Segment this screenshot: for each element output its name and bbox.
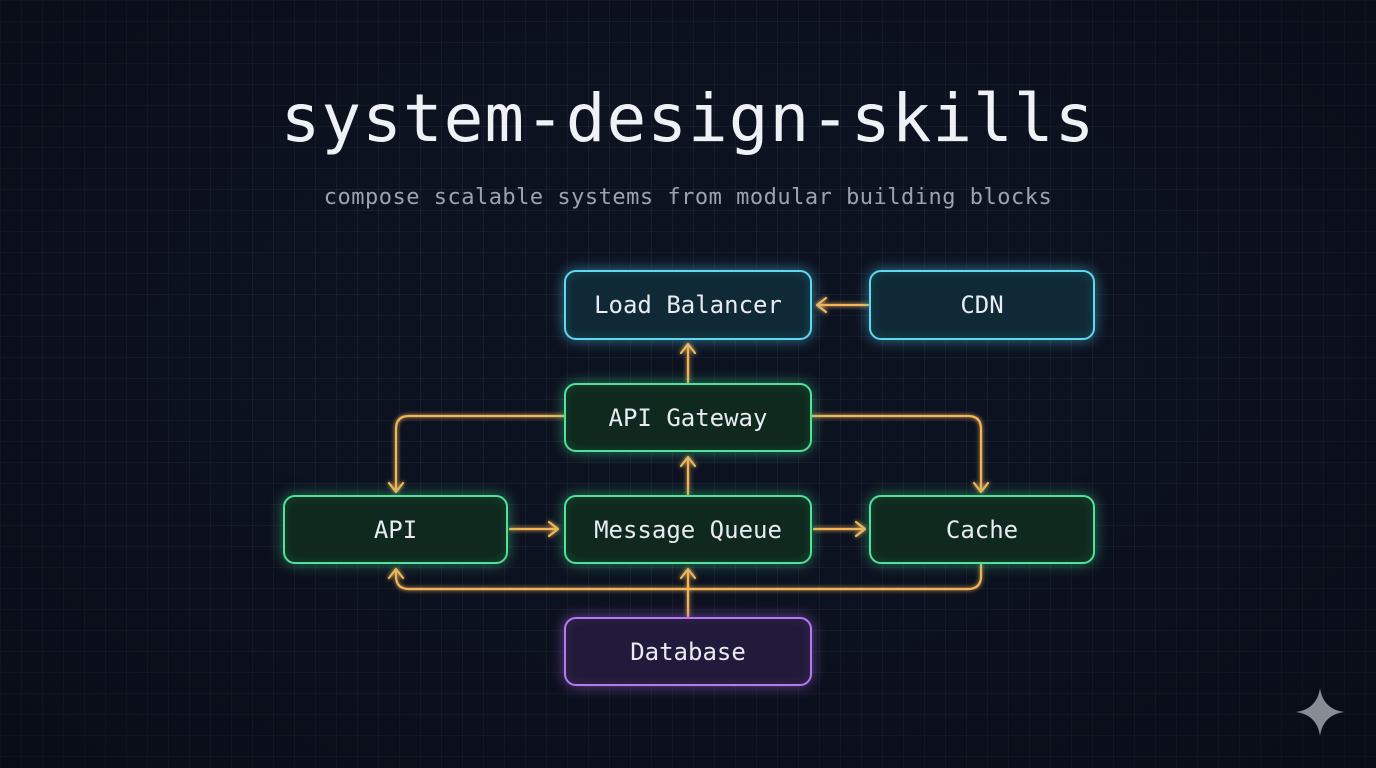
edge-database-to-queue <box>679 567 697 618</box>
page-subtitle: compose scalable systems from modular bu… <box>323 185 1053 210</box>
node-message-queue: Message Queue <box>564 495 812 564</box>
node-api: API <box>283 495 508 564</box>
edge-gateway-to-cache <box>810 414 990 494</box>
edge-api-to-queue <box>508 520 560 538</box>
edge-queue-to-cache <box>812 520 867 538</box>
edge-gateway-to-api <box>387 414 566 494</box>
edge-gateway-to-load-balancer <box>679 342 697 384</box>
page-title: system-design-skills <box>280 80 1096 157</box>
node-database: Database <box>564 617 812 686</box>
node-api-gateway: API Gateway <box>564 383 812 452</box>
node-cdn: CDN <box>869 270 1095 340</box>
node-load-balancer: Load Balancer <box>564 270 812 340</box>
node-cache: Cache <box>869 495 1095 564</box>
edge-cdn-to-load-balancer <box>815 296 870 314</box>
edge-queue-to-gateway <box>679 455 697 496</box>
edge-cache-to-api <box>387 563 983 591</box>
sparkle-icon <box>1296 688 1344 736</box>
